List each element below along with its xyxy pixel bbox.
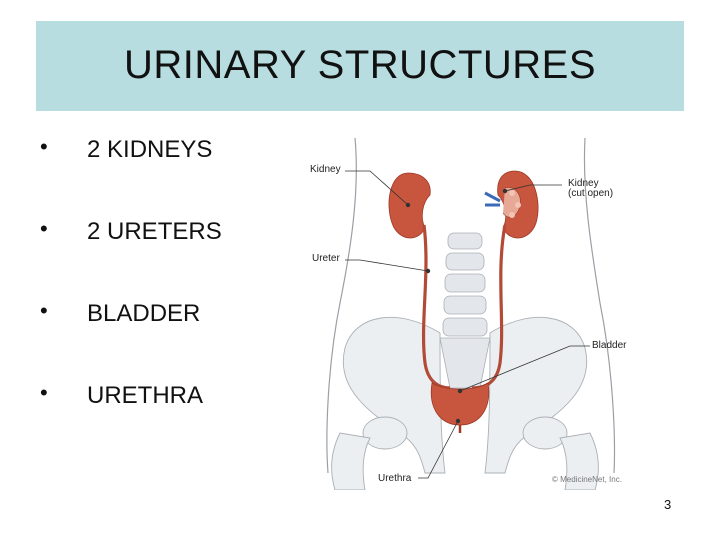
bullet-marker: • [40,298,48,323]
anatomy-drawing [326,137,616,491]
bullet-item-ureters: • 2 URETERS [40,212,300,252]
bullet-marker: • [40,134,48,159]
label-urethra: Urethra [378,473,412,484]
bullet-item-bladder: • BLADDER [40,294,300,334]
title-band: URINARY STRUCTURES [36,21,684,111]
label-kidney-cut-open-line1: Kidney [568,178,599,189]
label-kidney-cut-open-line2: (cut open) [568,188,614,199]
leader-lines [345,170,590,479]
bullet-text: URETHRA [87,382,204,409]
label-bladder: Bladder [592,340,627,351]
bullet-item-kidneys: • 2 KIDNEYS [40,130,300,170]
urinary-system-illustration: Kidney Kidney (cut open) Ureter Bladder … [300,133,635,491]
bullet-item-urethra: • URETHRA [40,376,300,416]
label-ureter: Ureter [312,253,340,264]
bullet-marker: • [40,380,48,405]
label-kidney: Kidney [310,164,341,175]
spine [439,232,491,389]
pelvis [331,316,599,491]
page-number: 3 [664,497,672,512]
bladder-shape [430,382,490,426]
kidneys [388,170,539,239]
bullet-text: 2 URETERS [87,218,222,245]
copyright-notice: © MedicineNet, Inc. [552,475,622,484]
bullet-text: BLADDER [87,300,201,327]
slide-title: URINARY STRUCTURES [123,43,597,87]
bullet-text: 2 KIDNEYS [87,136,213,163]
bullet-marker: • [40,216,48,241]
